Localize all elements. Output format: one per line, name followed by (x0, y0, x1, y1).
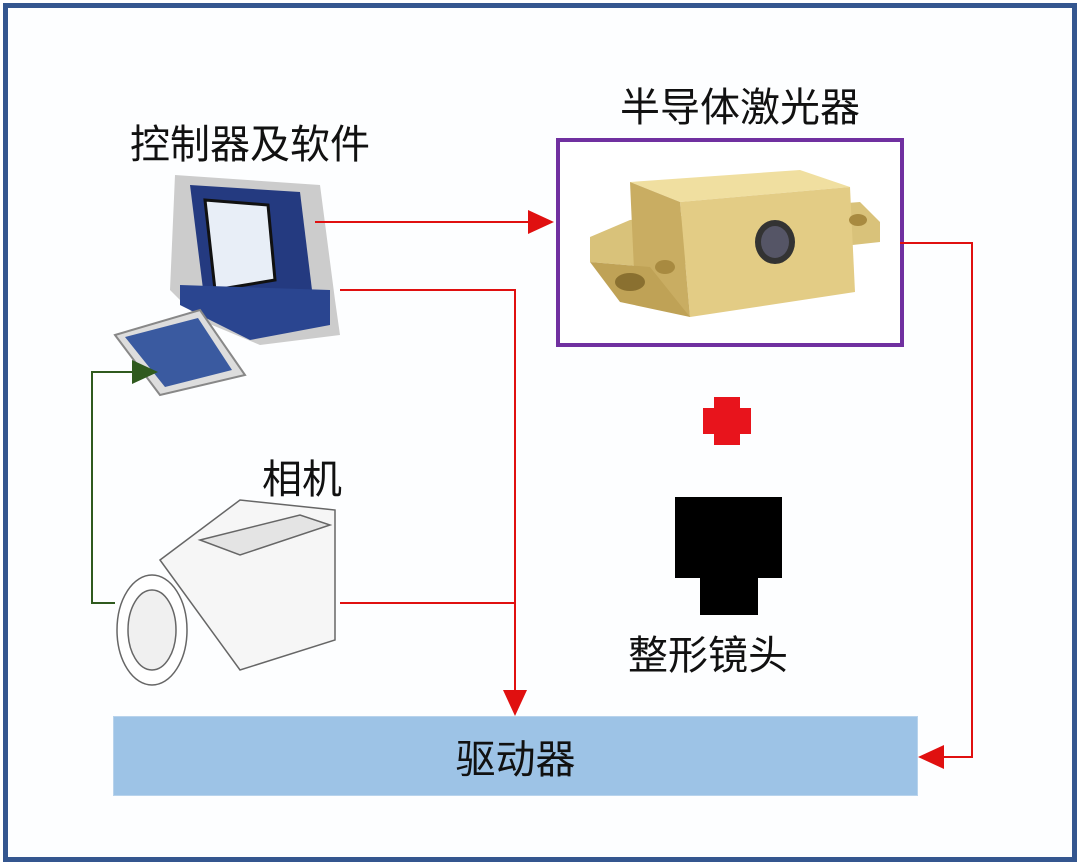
laser-label: 半导体激光器 (620, 85, 860, 131)
laser-box (556, 138, 904, 347)
driver-box: 驱动器 (113, 716, 918, 796)
signal-lines (315, 210, 973, 769)
laser-module-icon (590, 170, 880, 317)
camera-to-controller-arrow (91, 360, 158, 604)
shaping-lens-icon (675, 497, 782, 615)
camera-label: 相机 (262, 457, 342, 503)
camera-icon (116, 499, 336, 686)
lens-label: 整形镜头 (628, 633, 788, 679)
plus-icon (703, 397, 751, 445)
laser-to-driver-arrow (900, 242, 973, 769)
controller-to-driver-arrow (340, 289, 527, 716)
controller-label: 控制器及软件 (130, 122, 370, 168)
driver-label: 驱动器 (455, 737, 576, 783)
computer-icon (113, 175, 340, 397)
